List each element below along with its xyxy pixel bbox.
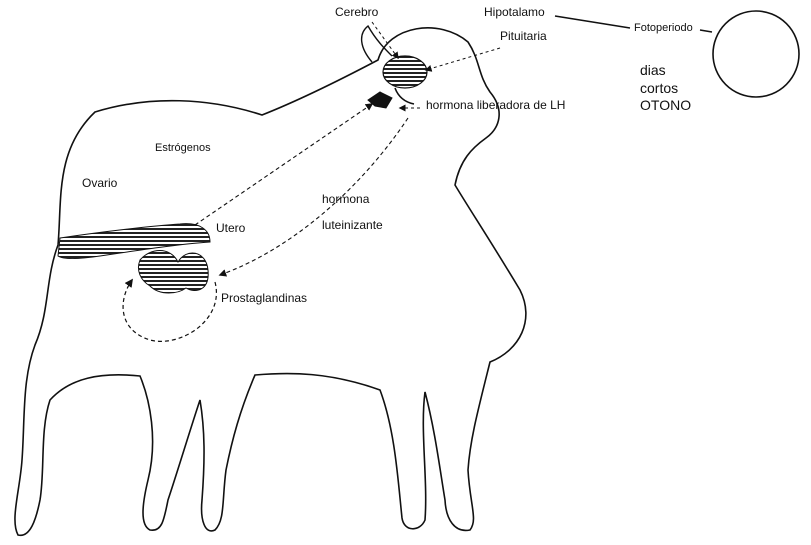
sun-icon xyxy=(713,11,799,97)
label-cerebro: Cerebro xyxy=(335,6,378,20)
label-ovario: Ovario xyxy=(82,177,117,191)
label-hormona-liberadora: hormona liberadora de LH xyxy=(426,99,565,113)
photoperiod-line-2 xyxy=(700,30,712,32)
label-prostaglandinas: Prostaglandinas xyxy=(221,292,307,306)
arrow-pituitaria xyxy=(426,48,500,70)
photoperiod-line xyxy=(555,16,630,28)
arrow-estrogenos xyxy=(195,104,372,225)
label-pituitaria: Pituitaria xyxy=(500,30,547,44)
label-hormona-luteinizante-2: luteinizante xyxy=(322,219,383,233)
label-cortos: cortos xyxy=(640,80,691,98)
pituitary-stalk-icon xyxy=(395,88,414,104)
uterus-icon xyxy=(138,251,208,294)
pituitary-icon xyxy=(368,92,392,108)
label-otono: OTONO xyxy=(640,97,691,115)
label-estrogenos: Estrógenos xyxy=(155,142,211,155)
label-hormona-luteinizante-1: hormona xyxy=(322,193,369,207)
arrow-hormona-luteinizante xyxy=(220,118,408,275)
label-dias: dias xyxy=(640,62,691,80)
brain-icon xyxy=(383,56,427,88)
label-fotoperiodo: Fotoperiodo xyxy=(634,22,693,35)
label-hipotalamo: Hipotalamo xyxy=(484,6,545,20)
arrow-cerebro xyxy=(372,22,398,58)
label-utero: Utero xyxy=(216,222,245,236)
season-block: dias cortos OTONO xyxy=(640,62,691,115)
